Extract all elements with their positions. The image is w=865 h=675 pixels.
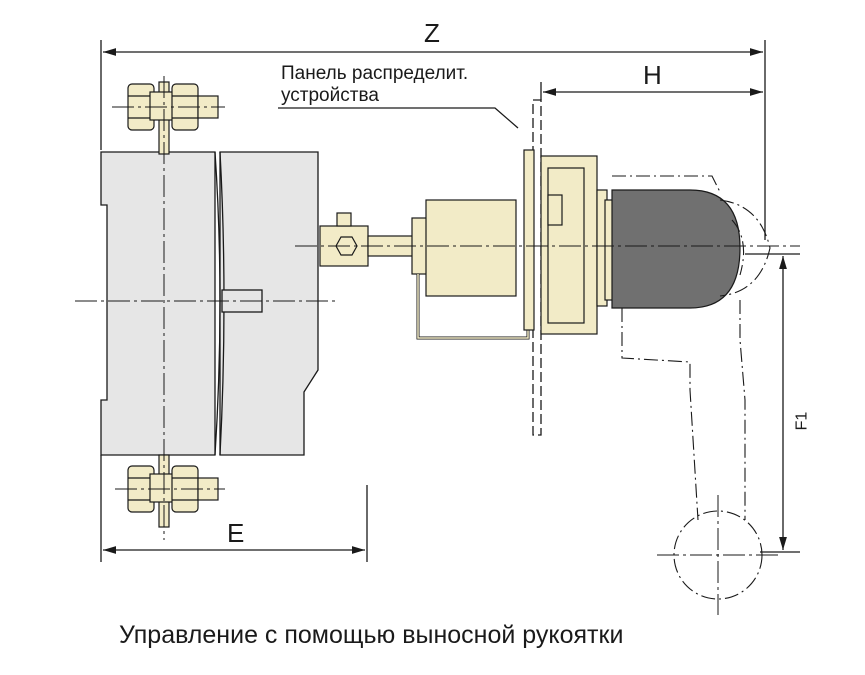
- dimension-h-label: H: [643, 60, 662, 90]
- dimension-f1-label: F1: [793, 411, 811, 431]
- diagram-caption: Управление с помощью выносной рукоятки: [119, 621, 624, 649]
- breaker-body: [100, 151, 319, 456]
- panel-note-line1: Панель распределит.: [281, 63, 469, 84]
- rotary-handle-knob: [611, 189, 741, 309]
- dimension-lines: [100, 40, 800, 562]
- center-lines: [75, 76, 800, 615]
- lower-terminal-bolt: [127, 454, 219, 528]
- panel-note-line2: устройства: [281, 85, 379, 106]
- upper-terminal-bolt: [127, 81, 219, 155]
- dimension-z-label: Z: [424, 18, 440, 48]
- shaft-coupling: [319, 199, 530, 340]
- dimension-e-label: E: [227, 518, 245, 548]
- panel-leader-line: [278, 107, 519, 129]
